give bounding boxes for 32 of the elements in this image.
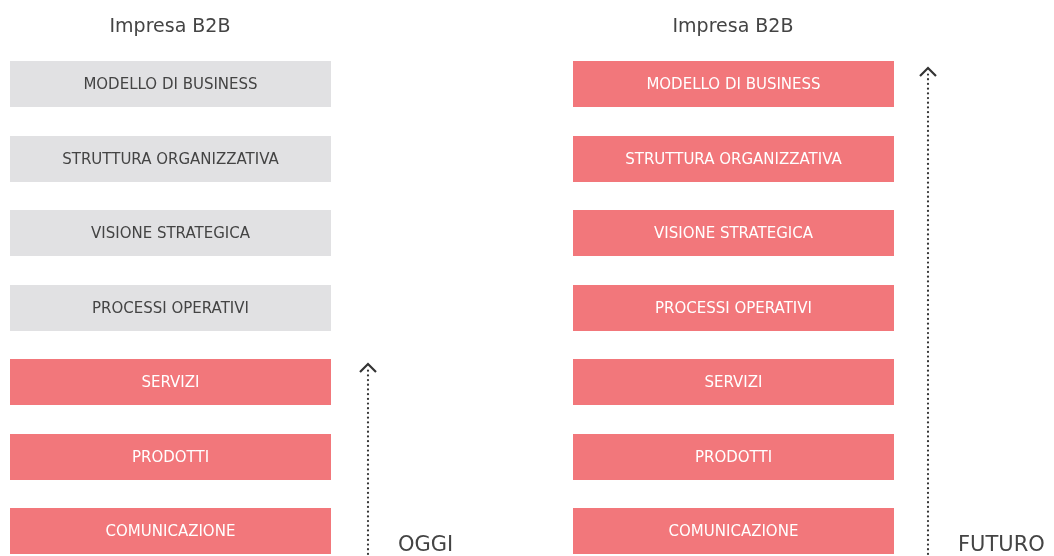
layer-name: PRODOTTI	[694, 448, 773, 466]
layer-box	[573, 285, 894, 331]
layer-box	[573, 434, 894, 480]
layer-name: MODELLO DI BUSINESS	[83, 75, 258, 93]
layer-name: COMUNICAZIONE	[105, 522, 236, 540]
layer-box	[10, 136, 331, 182]
layer-box	[573, 359, 894, 405]
layer-box	[10, 508, 331, 554]
layer-name: PROCESSI OPERATIVI	[655, 299, 812, 317]
layer-name: VISIONE STRATEGICA	[654, 224, 813, 242]
layer-box	[10, 61, 331, 107]
layer-name: COMUNICAZIONE	[668, 522, 799, 540]
layer-box	[573, 508, 894, 554]
layer-name: PRODOTTI	[131, 448, 210, 466]
layer-name: MODELLO DI BUSINESS	[646, 75, 821, 93]
layer-box	[573, 210, 894, 256]
layer-name: SERVIZI	[141, 373, 200, 391]
time-label: FUTURO	[958, 532, 1045, 556]
time-label: OGGI	[398, 532, 454, 556]
layer-box	[10, 434, 331, 480]
layer-name: STRUTTURA ORGANIZZATIVA	[625, 150, 842, 168]
layer-box	[10, 210, 331, 256]
layer-box	[10, 359, 331, 405]
layer-box	[573, 61, 894, 107]
layer-name: VISIONE STRATEGICA	[91, 224, 250, 242]
layer-box	[10, 285, 331, 331]
layer-name: PROCESSI OPERATIVI	[92, 299, 249, 317]
layer-box	[573, 136, 894, 182]
layer-name: SERVIZI	[704, 373, 763, 391]
column-heading: Impresa B2B	[672, 14, 794, 36]
layer-name: STRUTTURA ORGANIZZATIVA	[62, 150, 279, 168]
column-heading: Impresa B2B	[109, 14, 231, 36]
